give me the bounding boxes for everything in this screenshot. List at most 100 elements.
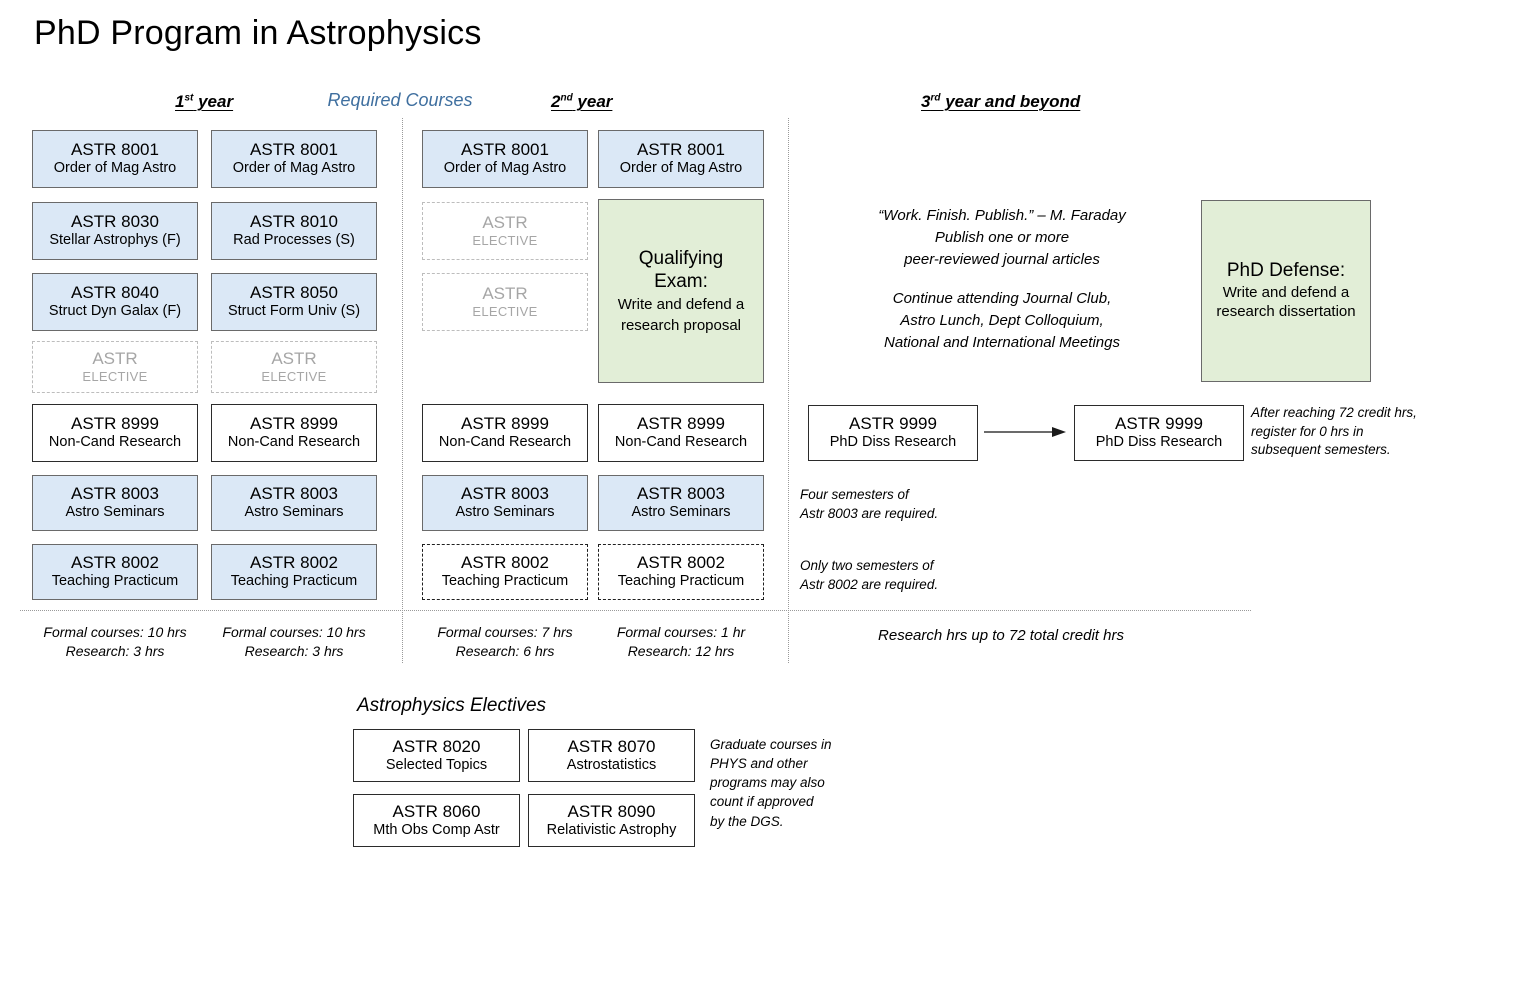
course-box[interactable]: ASTR 8001 Order of Mag Astro	[422, 130, 588, 188]
course-box[interactable]: ASTR 8010 Rad Processes (S)	[211, 202, 377, 260]
column-header-year3: 3rd year and beyond	[921, 92, 1080, 112]
course-name: Non-Cand Research	[227, 434, 361, 451]
elective-course-box[interactable]: ASTR 8020 Selected Topics	[353, 729, 520, 782]
course-code: ASTR 8999	[461, 414, 549, 434]
course-box[interactable]: ASTR 8001 Order of Mag Astro	[598, 130, 764, 188]
elective-course-box[interactable]: ASTR 8070 Astrostatistics	[528, 729, 695, 782]
course-name: ELECTIVE	[261, 369, 327, 385]
course-box[interactable]: ASTR 8003 Astro Seminars	[598, 475, 764, 531]
note-line: programs may also	[710, 775, 825, 791]
note-line: After reaching 72 credit hrs,	[1251, 405, 1417, 420]
course-box[interactable]: ASTR 8002 Teaching Practicum	[211, 544, 377, 600]
page-title: PhD Program in Astrophysics	[34, 14, 482, 52]
course-code: ASTR 8001	[250, 140, 338, 160]
course-name: Astro Seminars	[455, 504, 555, 521]
course-name: Teaching Practicum	[441, 573, 569, 590]
attend-line3: National and International Meetings	[884, 333, 1120, 351]
course-box[interactable]: ASTR 8003 Astro Seminars	[32, 475, 198, 531]
course-name: Selected Topics	[385, 756, 488, 773]
phd-defense-title: PhD Defense:	[1226, 260, 1346, 282]
course-code: ASTR 8010	[250, 212, 338, 232]
course-code: ASTR 8030	[71, 212, 159, 232]
credit-research: Research: 3 hrs	[65, 642, 165, 659]
course-code: ASTR 9999	[849, 414, 937, 434]
course-code: ASTR 8040	[71, 283, 159, 303]
year1-word: year	[193, 92, 234, 111]
note-line: by the DGS.	[710, 813, 784, 829]
course-name: Stellar Astrophys (F)	[49, 232, 181, 249]
course-name: Order of Mag Astro	[232, 160, 356, 177]
course-name: Mth Obs Comp Astr	[373, 821, 500, 838]
course-code: ASTR 8003	[461, 484, 549, 504]
elective-placeholder-box[interactable]: ASTR ELECTIVE	[422, 202, 588, 260]
course-code: ASTR 8002	[250, 553, 338, 573]
course-box[interactable]: ASTR 8999 Non-Cand Research	[598, 404, 764, 462]
credit-formal: Formal courses: 1 hr	[616, 624, 746, 640]
qualifying-exam-body-line1: Write and defend a	[617, 296, 745, 313]
note-line: register for 0 hrs in	[1251, 423, 1364, 439]
course-box[interactable]: ASTR 8001 Order of Mag Astro	[211, 130, 377, 188]
course-box[interactable]: ASTR 9999 PhD Diss Research	[1074, 405, 1244, 461]
course-code: ASTR 8003	[637, 484, 725, 504]
course-code: ASTR	[92, 349, 138, 369]
course-name: Non-Cand Research	[614, 434, 748, 451]
credit-summary: Formal courses: 7 hrs Research: 6 hrs	[422, 623, 588, 661]
note-line: Astr 8002 are required.	[800, 576, 939, 592]
course-name: ELECTIVE	[472, 233, 538, 249]
faraday-quote: “Work. Finish. Publish.” – M. Faraday	[878, 207, 1126, 224]
credit-research: Research: 3 hrs	[244, 642, 344, 659]
course-code: ASTR	[482, 284, 528, 304]
course-box[interactable]: ASTR 8999 Non-Cand Research	[32, 404, 198, 462]
course-name: Astrostatistics	[566, 756, 657, 773]
credit-summary: Formal courses: 10 hrs Research: 3 hrs	[211, 623, 377, 661]
course-name: Teaching Practicum	[51, 573, 179, 590]
course-box[interactable]: ASTR 8002 Teaching Practicum	[32, 544, 198, 600]
phd-defense-box[interactable]: PhD Defense: Write and defend a research…	[1201, 200, 1371, 382]
course-box[interactable]: ASTR 8050 Struct Form Univ (S)	[211, 273, 377, 331]
course-code: ASTR 8020	[392, 736, 481, 756]
course-code: ASTR 8999	[250, 414, 338, 434]
course-box[interactable]: ASTR 8003 Astro Seminars	[211, 475, 377, 531]
course-box-optional[interactable]: ASTR 8002 Teaching Practicum	[422, 544, 588, 600]
course-name: Astro Seminars	[244, 504, 344, 521]
year1-number: 1	[175, 92, 185, 111]
elective-course-box[interactable]: ASTR 8060 Mth Obs Comp Astr	[353, 794, 520, 847]
course-box[interactable]: ASTR 8001 Order of Mag Astro	[32, 130, 198, 188]
vertical-divider-year2-year3	[788, 118, 789, 663]
note-line: PHYS and other	[710, 756, 808, 772]
course-box[interactable]: ASTR 8040 Struct Dyn Galax (F)	[32, 273, 198, 331]
course-code: ASTR 9999	[1115, 414, 1203, 434]
course-box-optional[interactable]: ASTR 8002 Teaching Practicum	[598, 544, 764, 600]
course-name: ELECTIVE	[472, 304, 538, 320]
elective-course-box[interactable]: ASTR 8090 Relativistic Astrophy	[528, 794, 695, 847]
elective-placeholder-box[interactable]: ASTR ELECTIVE	[211, 341, 377, 393]
note-line: Only two semesters of	[800, 558, 934, 573]
course-box[interactable]: ASTR 8003 Astro Seminars	[422, 475, 588, 531]
course-name: Rad Processes (S)	[233, 232, 355, 249]
course-name: Astro Seminars	[65, 504, 165, 521]
year3-word: year and beyond	[940, 92, 1081, 111]
column-header-year2: 2nd year	[551, 92, 612, 112]
elective-placeholder-box[interactable]: ASTR ELECTIVE	[32, 341, 198, 393]
credit-summary-year3: Research hrs up to 72 total credit hrs	[878, 627, 1124, 644]
course-name: PhD Diss Research	[1095, 434, 1223, 451]
course-box[interactable]: ASTR 8999 Non-Cand Research	[422, 404, 588, 462]
course-box[interactable]: ASTR 8030 Stellar Astrophys (F)	[32, 202, 198, 260]
course-code: ASTR 8003	[250, 484, 338, 504]
phd-defense-body-line2: research dissertation	[1216, 303, 1356, 321]
credit-formal: Formal courses: 10 hrs	[43, 624, 187, 640]
course-code: ASTR 8090	[567, 801, 656, 821]
credit-summary: Formal courses: 10 hrs Research: 3 hrs	[32, 623, 198, 661]
qualifying-exam-box[interactable]: Qualifying Exam: Write and defend a rese…	[598, 199, 764, 383]
elective-placeholder-box[interactable]: ASTR ELECTIVE	[422, 273, 588, 331]
credit-research: Research: 6 hrs	[455, 642, 555, 659]
course-box[interactable]: ASTR 8999 Non-Cand Research	[211, 404, 377, 462]
year3-ordinal: rd	[930, 92, 941, 104]
year2-word: year	[572, 92, 613, 111]
note-line: subsequent semesters.	[1251, 442, 1391, 458]
arrow-right-icon	[984, 427, 1066, 437]
note-line: Astr 8003 are required.	[800, 505, 939, 521]
course-box[interactable]: ASTR 9999 PhD Diss Research	[808, 405, 978, 461]
note-line: Graduate courses in	[710, 737, 832, 752]
